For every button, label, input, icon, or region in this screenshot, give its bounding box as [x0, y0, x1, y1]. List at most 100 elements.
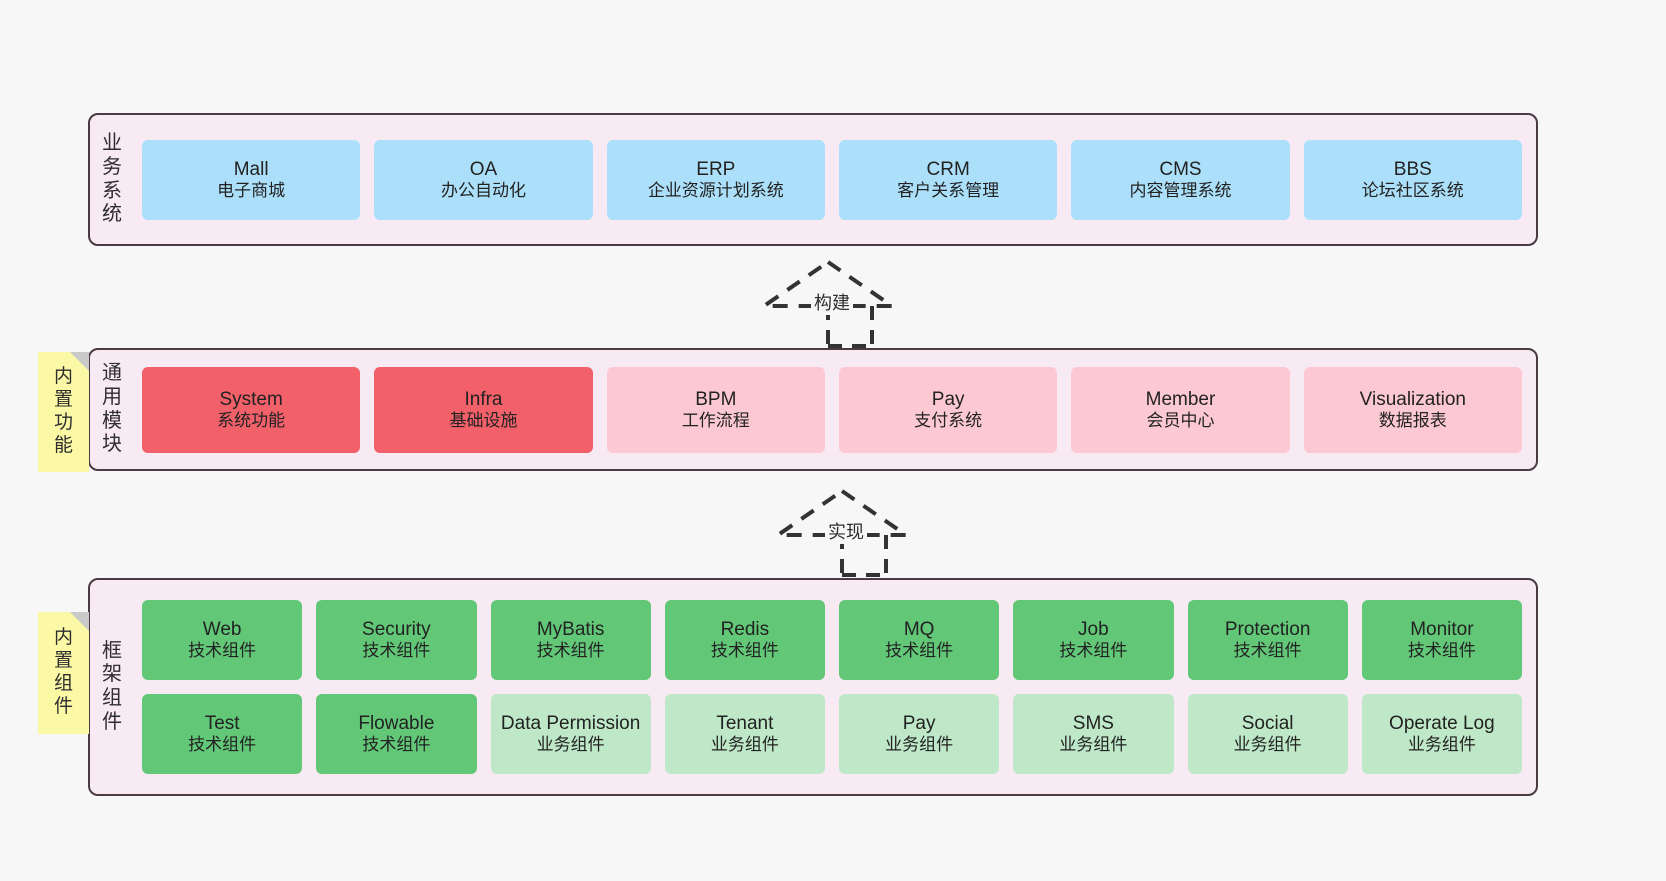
card-title: Security: [362, 619, 431, 641]
card-subtitle: 工作流程: [681, 410, 750, 430]
card-title: Web: [202, 619, 242, 641]
card-title: Test: [204, 713, 240, 735]
card-title: CMS: [1159, 158, 1202, 180]
connector-build-label: 构建: [811, 289, 853, 315]
card-subtitle: 内容管理系统: [1129, 180, 1232, 200]
card-subtitle: 办公自动化: [440, 180, 526, 200]
layer-label-char: 系: [102, 179, 122, 202]
layer-label-char: 件: [102, 710, 122, 733]
card-subtitle: 技术组件: [885, 641, 954, 661]
card-title: System: [219, 388, 283, 410]
note-char: 内: [53, 366, 73, 388]
card-title: Social: [1241, 713, 1294, 735]
card-subtitle: 论坛社区系统: [1361, 180, 1464, 200]
note-char: 内: [53, 627, 73, 649]
sticky-note-builtin-function: 内 置 功 能: [38, 352, 89, 472]
layer-label-char: 架: [102, 663, 122, 686]
card-subtitle: 数据报表: [1378, 410, 1447, 430]
card-title: OA: [469, 158, 498, 180]
layer-label-char: 务: [102, 155, 122, 178]
card-subtitle: 技术组件: [188, 641, 257, 661]
layer-label-char: 组: [102, 687, 122, 709]
card-title: MQ: [903, 619, 935, 641]
note-char: 置: [53, 650, 73, 672]
note-char: 件: [53, 695, 73, 717]
connector-implement-label: 实现: [825, 518, 867, 544]
card-subtitle: 基础设施: [449, 410, 518, 430]
card-subtitle: 支付系统: [914, 410, 983, 430]
card-subtitle: 电子商城: [217, 180, 286, 200]
card-title: ERP: [696, 158, 736, 180]
card-title: MyBatis: [536, 619, 605, 641]
card-subtitle: 业务组件: [1233, 735, 1302, 755]
card-subtitle: 业务组件: [710, 735, 779, 755]
card-title: SMS: [1072, 713, 1114, 735]
layer-label-common-module: 通用模块: [90, 350, 134, 469]
layer-label-framework-component: 框架组件: [90, 580, 134, 794]
note-char: 能: [53, 434, 73, 456]
card-title: Flowable: [358, 713, 435, 735]
card-subtitle: 企业资源计划系统: [647, 180, 784, 200]
layer-label-char: 模: [102, 409, 122, 432]
card-title: Pay: [931, 388, 965, 410]
layer-label-char: 框: [102, 639, 122, 662]
layer-label-char: 业: [102, 132, 122, 155]
card-subtitle: 业务组件: [885, 735, 954, 755]
connector-build: 构建: [757, 258, 899, 348]
card-subtitle: 业务组件: [1407, 735, 1476, 755]
sticky-note-builtin-component: 内 置 组 件: [38, 612, 89, 734]
layer-label-char: 统: [102, 203, 122, 226]
card-title: BBS: [1393, 158, 1432, 180]
card-title: Mall: [233, 158, 269, 180]
card-subtitle: 系统功能: [217, 410, 286, 430]
card-title: Data Permission: [500, 713, 641, 735]
card-title: Visualization: [1359, 388, 1466, 410]
card-subtitle: 客户关系管理: [897, 180, 1000, 200]
layer-label-business-system: 业务系统: [90, 115, 134, 244]
card-subtitle: 技术组件: [362, 735, 431, 755]
card-title: Pay: [902, 713, 936, 735]
card-title: Job: [1078, 619, 1109, 641]
card-subtitle: 业务组件: [536, 735, 605, 755]
card-title: Monitor: [1410, 619, 1474, 641]
card-subtitle: 技术组件: [1233, 641, 1302, 661]
connector-implement: 实现: [771, 487, 913, 577]
card-subtitle: 技术组件: [188, 735, 257, 755]
